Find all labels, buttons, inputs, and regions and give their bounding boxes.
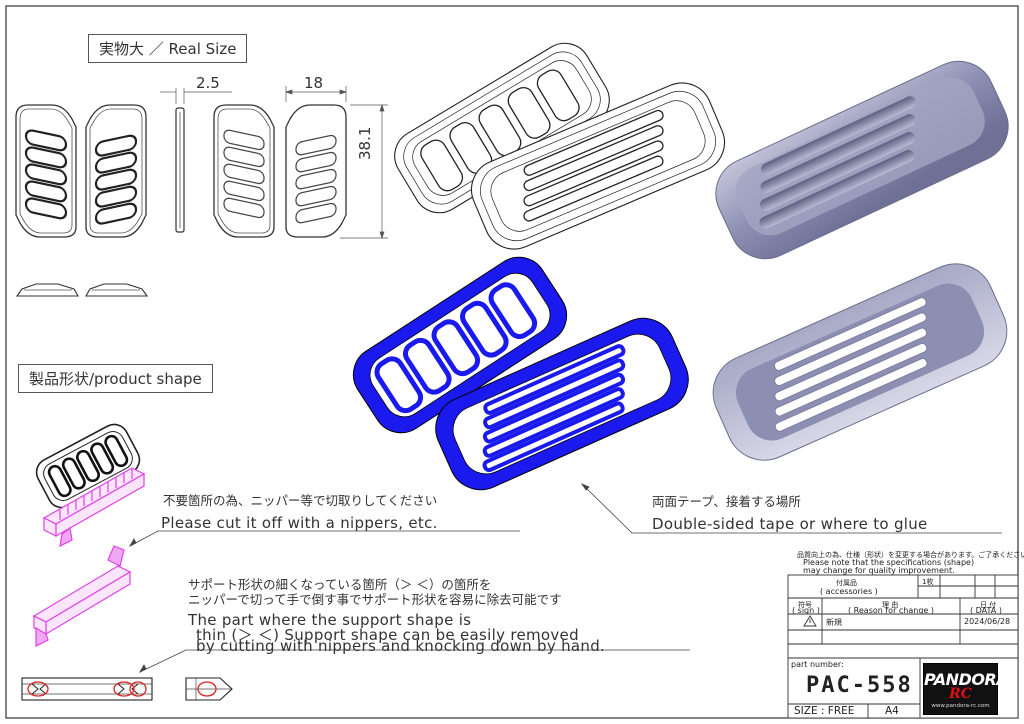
logo-brand-sub: RC: [949, 686, 972, 702]
support-structure: [32, 545, 132, 647]
notice-jp: 品質向上の為、仕様（形状）を変更する場合があります。ご了承ください。: [797, 551, 1024, 559]
quantity-value: 1枚: [922, 578, 934, 586]
accessories-label-jp: 付属品: [836, 579, 857, 587]
profile-view-right: [85, 283, 149, 297]
dimension-height-value: 38.1: [356, 126, 374, 160]
logo-url: www.pandora-rc.com: [931, 703, 990, 709]
support-note-en-1: The part where the support shape is: [188, 611, 472, 629]
tape-note-en: Double-sided tape or where to glue: [652, 515, 928, 533]
product-shape-label: 製品形状/product shape: [18, 364, 213, 393]
cut-note-jp: 不要箇所の為、ニッパー等で切取りしてください: [163, 493, 438, 508]
notice-en-1: Please note that the specifications (sha…: [803, 558, 975, 567]
pandora-rc-logo: PANDORA RC www.pandora-rc.com: [923, 663, 1009, 715]
isometric-wireframe: [394, 42, 726, 250]
logo-brand: PANDORA: [924, 670, 1009, 689]
isometric-glue-area: [352, 256, 689, 491]
sign-label-en: ( sign ): [792, 606, 820, 615]
paper-size: A4: [885, 705, 899, 717]
back-view-left: [213, 104, 275, 238]
product-with-support: [35, 423, 146, 548]
support-profile-view: [21, 677, 153, 701]
render-bottom: [712, 263, 1008, 461]
front-view-left: [15, 104, 77, 238]
date-label-en: ( DATA ): [970, 606, 1002, 615]
sheet-border: [5, 5, 1019, 719]
sign-label-jp: 符号: [798, 601, 812, 609]
size-value: SIZE : FREE: [794, 705, 855, 717]
part-number-label: part number:: [791, 660, 844, 669]
support-note-en-2: thin (＞ ＜) Support shape can be easily r…: [196, 626, 579, 644]
support-note-en-3: by cutting with nippers and knocking dow…: [196, 637, 606, 655]
tape-note-jp: 両面テープ、接着する場所: [652, 494, 801, 509]
cut-point-callout-3: [129, 681, 147, 697]
revision-date: 2024/06/28: [964, 617, 1011, 626]
dimension-height: [340, 103, 388, 240]
reason-label-jp: 理 由: [882, 601, 899, 609]
real-size-label: 実物大 ／ Real Size: [88, 34, 248, 63]
side-view: [160, 88, 232, 233]
leader-lines: [128, 483, 1002, 673]
front-view-right: [85, 104, 147, 238]
dimension-width-value: 18: [304, 74, 324, 92]
support-note-jp-1: サポート形状の細くなっている箇所（＞ ＜）の箇所を: [188, 577, 492, 592]
cut-point-callout-4: [197, 681, 217, 697]
support-note-jp-2: ニッパーで切って手で倒す事でサポート形状を容易に除去可能です: [188, 592, 562, 607]
part-number: PAC-558: [806, 673, 913, 698]
cut-note-en: Please cut it off with a nippers, etc.: [161, 514, 438, 532]
date-label-jp: 日 付: [980, 601, 997, 609]
reason-label-en: ( Reason for change ): [848, 606, 935, 615]
profile-view-left: [15, 283, 79, 297]
render-top: [715, 60, 1009, 260]
accessories-label-en: ( accessories ): [820, 587, 878, 596]
warning-icon: [803, 615, 817, 627]
notice-en-2: may change for quality improvement.: [803, 566, 955, 575]
cut-point-callout-2: [113, 681, 135, 697]
support-end-view: [185, 677, 233, 701]
dimension-width: [284, 86, 348, 102]
dimension-thickness-value: 2.5: [196, 74, 220, 92]
back-view-right: [285, 104, 347, 238]
revision-reason: 新規: [826, 618, 842, 627]
cut-point-callout-1: [27, 681, 49, 697]
